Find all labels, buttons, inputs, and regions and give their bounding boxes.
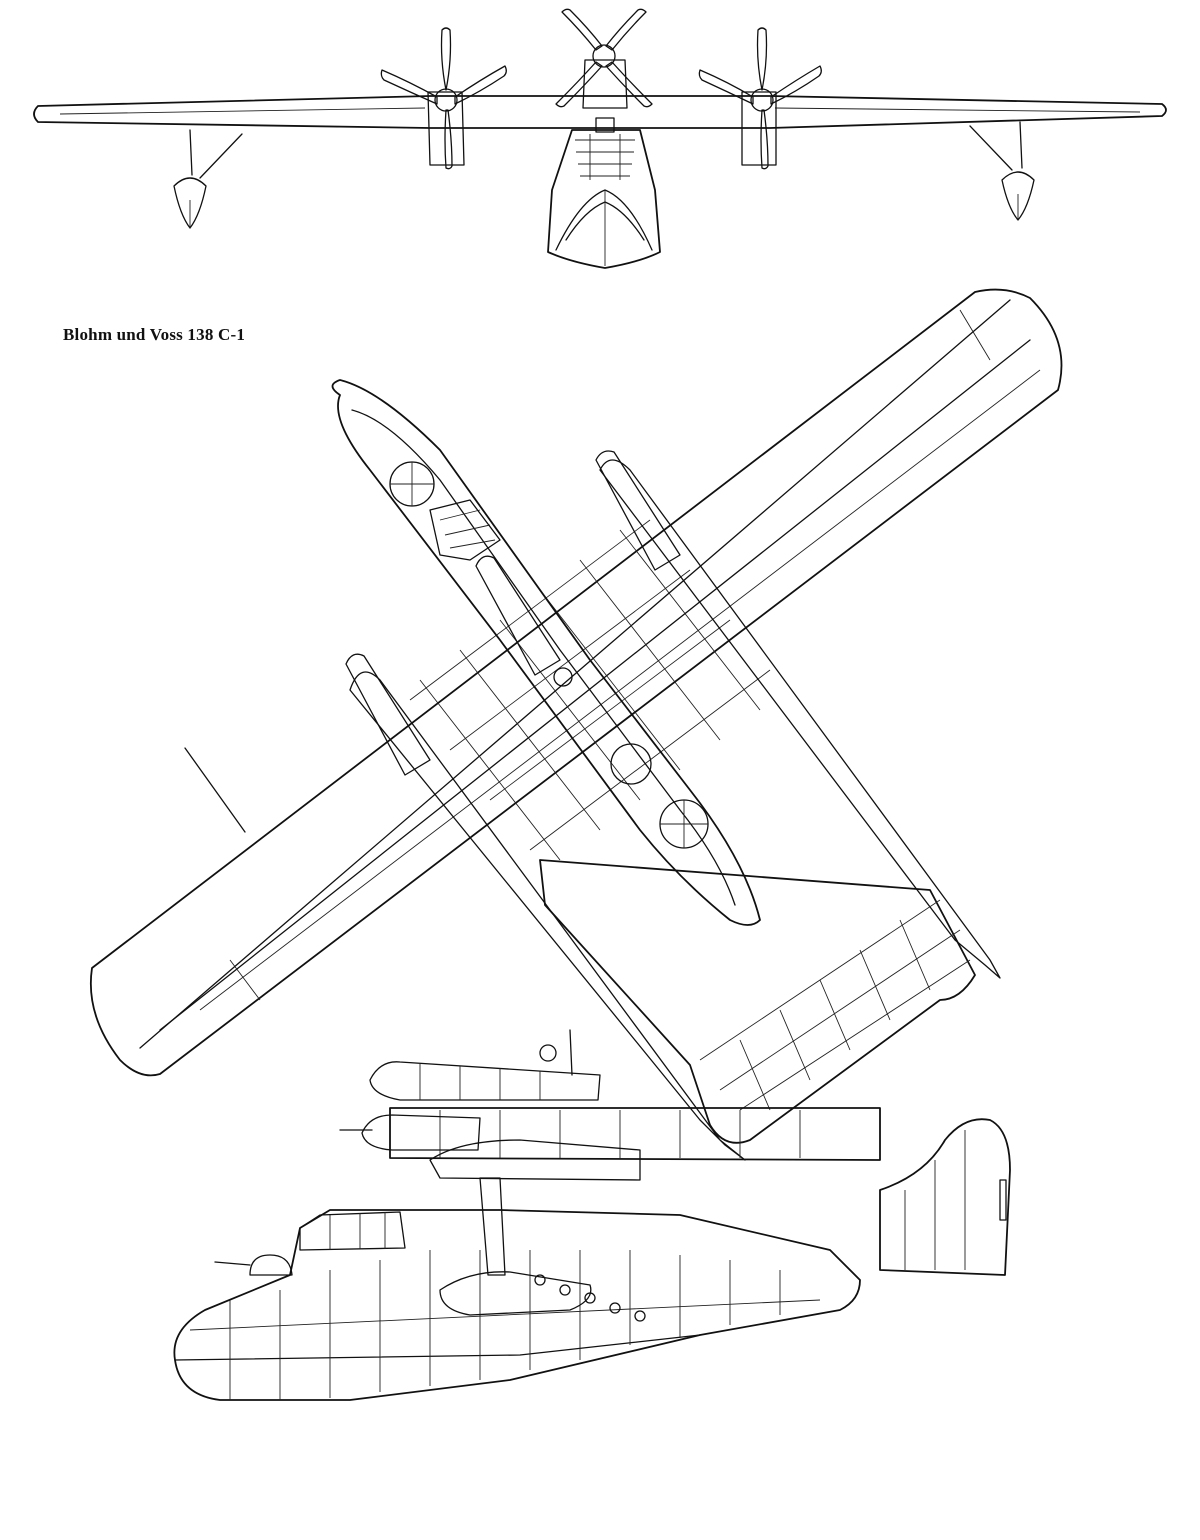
side-porthole: [559, 1284, 571, 1296]
side-porthole: [609, 1302, 621, 1314]
front-center-propeller: [555, 8, 653, 108]
top-right-nacelle: [595, 450, 681, 571]
top-mid-turret: [553, 667, 573, 687]
front-hull: [547, 129, 661, 269]
top-center-nacelle: [475, 555, 561, 676]
front-right-float: [969, 121, 1035, 221]
top-left-nacelle: [345, 653, 431, 776]
front-wing: [33, 95, 1167, 129]
front-center-hub: [592, 44, 616, 68]
top-tailplane: [539, 859, 976, 1144]
side-sponson: [439, 1271, 592, 1316]
side-fin: [879, 1118, 1011, 1276]
top-antenna: [184, 747, 246, 833]
front-left-float: [173, 129, 243, 229]
front-view: [33, 8, 1167, 269]
top-view: [89, 288, 1063, 1161]
front-left-propeller: [380, 27, 507, 170]
side-top-turret: [539, 1044, 557, 1062]
front-center-nacelle: [582, 59, 628, 109]
front-right-propeller: [698, 27, 822, 170]
top-right-boom: [599, 459, 1001, 979]
side-porthole: [634, 1310, 646, 1322]
drawing-title: Blohm und Voss 138 C-1: [63, 325, 246, 344]
side-boom: [389, 1107, 881, 1161]
front-left-nacelle: [427, 91, 465, 166]
side-cockpit: [299, 1211, 406, 1251]
side-bow-turret: [249, 1254, 293, 1276]
top-rear-turret: [610, 743, 652, 785]
side-hull: [173, 1209, 861, 1401]
side-porthole: [534, 1274, 546, 1286]
front-right-nacelle: [741, 91, 777, 166]
top-left-boom: [349, 671, 746, 1161]
top-hull: [331, 379, 761, 926]
side-wing: [429, 1139, 641, 1181]
top-cockpit: [429, 499, 501, 561]
top-wing: [89, 288, 1063, 1077]
side-upper-nacelle: [369, 1061, 601, 1101]
side-view: [173, 1029, 1011, 1401]
side-strut: [479, 1177, 506, 1276]
side-center-nacelle: [361, 1114, 481, 1151]
